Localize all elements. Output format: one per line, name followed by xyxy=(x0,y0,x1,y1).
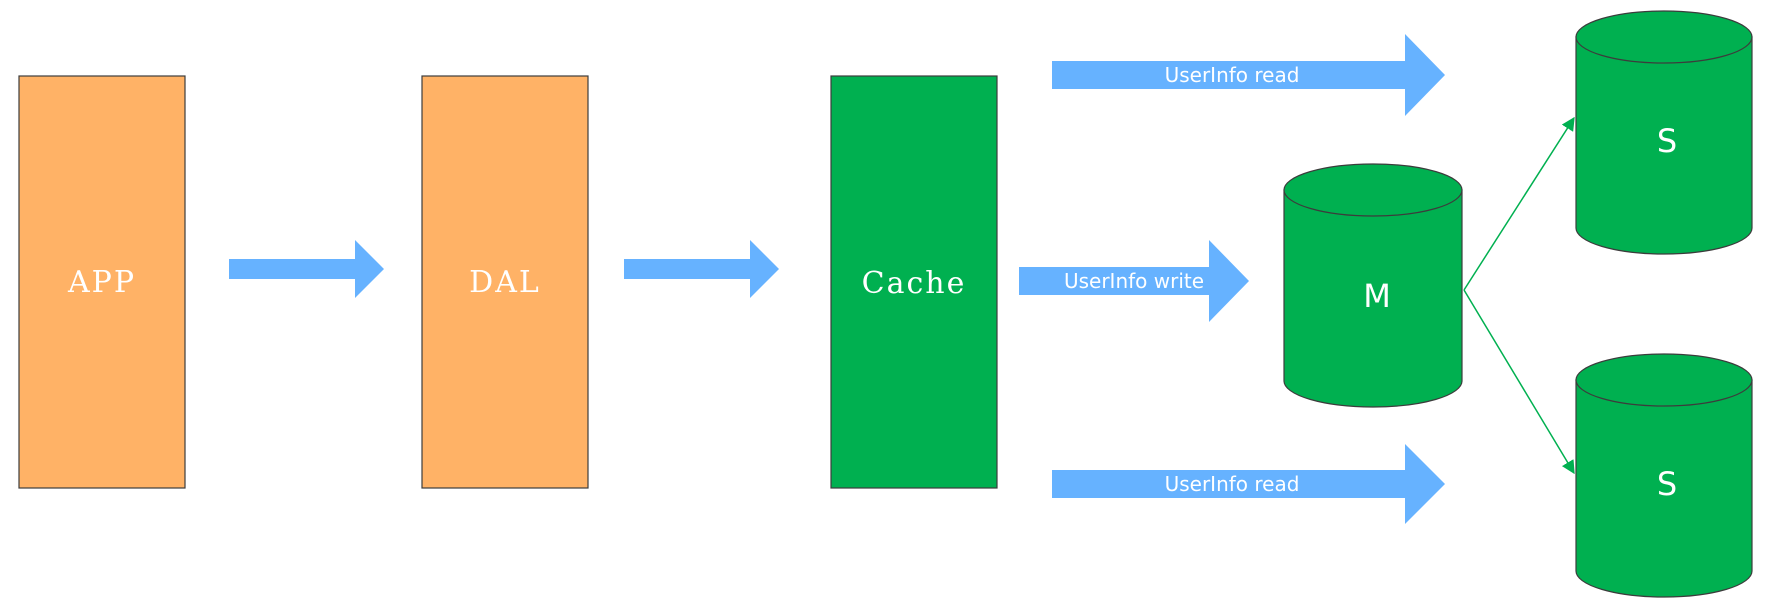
dal-label: DAL xyxy=(469,265,541,300)
master-db-label: M xyxy=(1363,277,1391,315)
arrow-read-top xyxy=(1052,34,1445,116)
arrow-read-bottom xyxy=(1052,444,1445,524)
slave-db-top-cap xyxy=(1575,10,1753,64)
slave-db-top-body xyxy=(1575,36,1753,255)
slave-db-top[interactable]: S xyxy=(1575,10,1753,255)
dal-box xyxy=(421,75,589,489)
app-label: APP xyxy=(67,265,136,300)
flow-write-label: UserInfo write xyxy=(1064,269,1204,293)
flow-read-top-label: UserInfo read xyxy=(1165,63,1300,87)
master-db[interactable]: M xyxy=(1283,163,1463,408)
cache-box xyxy=(830,75,998,489)
slave-db-top-label: S xyxy=(1657,122,1677,160)
master-db-body xyxy=(1283,189,1463,408)
cache-label: Cache xyxy=(862,266,967,301)
flow-read-top: UserInfo read xyxy=(1052,34,1445,116)
arrow-app-to-dal xyxy=(229,240,384,298)
flow-read-bottom-label: UserInfo read xyxy=(1165,472,1300,496)
app-node[interactable]: APP xyxy=(18,75,186,489)
slave-db-bottom-body xyxy=(1575,379,1753,598)
master-db-top xyxy=(1283,163,1463,217)
replication-line-top xyxy=(1463,116,1575,291)
slave-db-bottom-label: S xyxy=(1657,465,1677,503)
slave-db-bottom-cap xyxy=(1575,353,1753,407)
dal-node[interactable]: DAL xyxy=(421,75,589,489)
flow-write: UserInfo write xyxy=(1019,240,1249,322)
replication-line-bottom xyxy=(1463,289,1575,475)
flow-read-bottom: UserInfo read xyxy=(1052,444,1445,524)
arrow-dal-to-cache xyxy=(624,240,779,298)
app-box xyxy=(18,75,186,489)
arrow-write xyxy=(1019,240,1249,322)
slave-db-bottom[interactable]: S xyxy=(1575,353,1753,598)
cache-node[interactable]: Cache xyxy=(830,75,998,489)
